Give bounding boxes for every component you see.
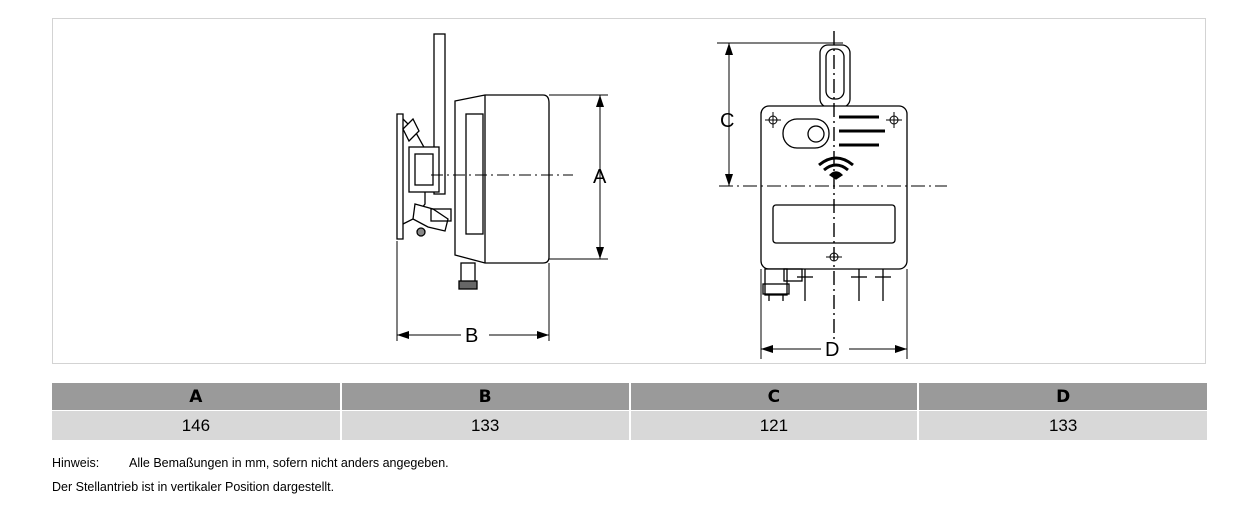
value-b: 133 [340, 410, 631, 440]
column-header-b: B [340, 383, 631, 411]
value-a: 146 [52, 410, 342, 440]
dimension-label-a: A [593, 166, 607, 188]
dimension-label-d: D [825, 339, 839, 361]
position-note: Der Stellantrieb ist in vertikaler Posit… [52, 480, 335, 494]
hint-label: Hinweis: [52, 456, 100, 470]
column-header-a: A [52, 383, 342, 411]
hint-note: Hinweis: Alle Bemaßungen in mm, sofern ni… [52, 456, 449, 470]
dimension-label-b: B [465, 325, 478, 347]
value-d: 133 [918, 410, 1207, 440]
dimension-drawing: A B [52, 18, 1206, 364]
column-header-d: D [918, 383, 1207, 411]
column-header-c: C [629, 383, 920, 411]
table-header-row: A B C D [52, 383, 1207, 411]
side-view [396, 33, 608, 341]
dimensions-table: A B C D 146 133 121 133 [52, 383, 1207, 440]
hint-text: Alle Bemaßungen in mm, sofern nicht ande… [129, 456, 449, 470]
dimension-label-c: C [720, 110, 734, 132]
value-c: 121 [629, 410, 920, 440]
front-view [717, 31, 947, 359]
table-row: 146 133 121 133 [52, 410, 1207, 440]
